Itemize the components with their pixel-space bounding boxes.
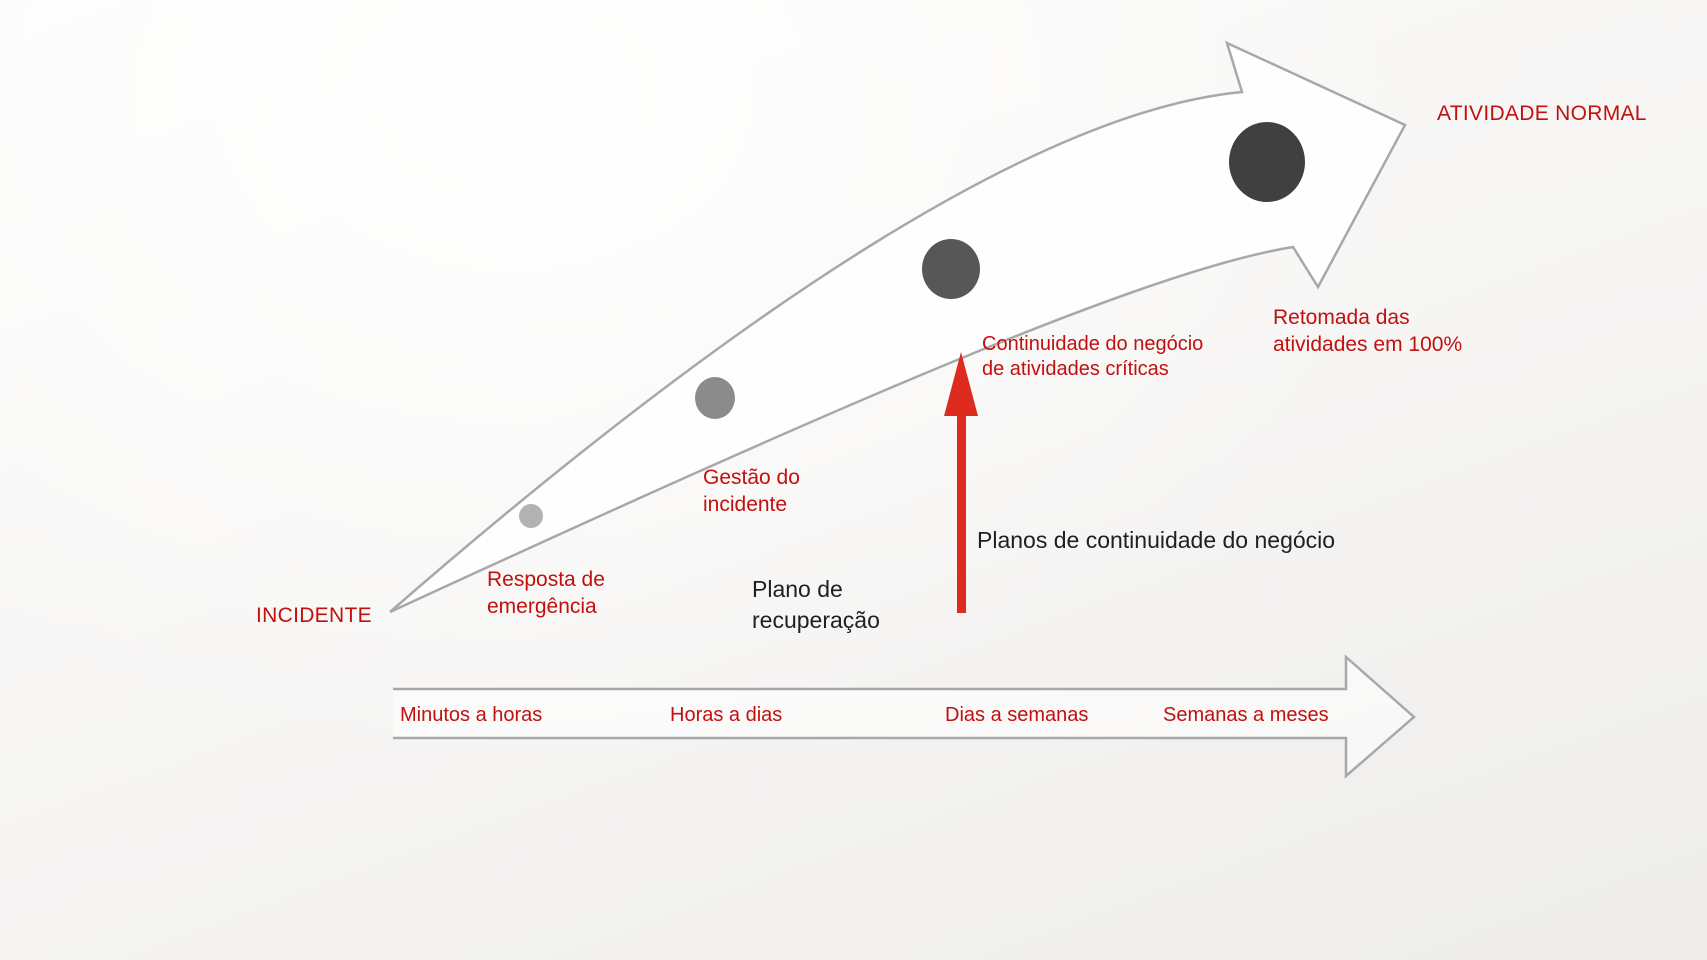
normal-activity-label: ATIVIDADE NORMAL bbox=[1437, 102, 1647, 125]
swoosh-arrow bbox=[389, 40, 1407, 614]
timeline-label-hours-days: Horas a dias bbox=[670, 704, 783, 726]
resumption-label: Retomada das atividades em 100% bbox=[1273, 304, 1462, 358]
incident-management-label: Gestão do incidente bbox=[703, 464, 800, 518]
incident-label: INCIDENTE bbox=[256, 604, 372, 627]
milestone-dot-2 bbox=[695, 377, 735, 419]
emergency-response-label: Resposta de emergência bbox=[487, 566, 605, 620]
milestone-dot-4 bbox=[1229, 122, 1305, 202]
business-continuity-line2: de atividades críticas bbox=[982, 358, 1169, 380]
recovery-plan-label: Plano de recuperação bbox=[752, 574, 880, 636]
emergency-response-line2: emergência bbox=[487, 595, 597, 618]
resumption-line1: Retomada das bbox=[1273, 306, 1410, 329]
business-continuity-label: Continuidade do negócio de atividades cr… bbox=[982, 332, 1203, 382]
milestone-dot-1 bbox=[519, 504, 543, 528]
recovery-plan-line2: recuperação bbox=[752, 607, 880, 633]
timeline-label-minutes-hours: Minutos a horas bbox=[400, 704, 543, 726]
up-arrow bbox=[944, 352, 978, 613]
recovery-plan-line1: Plano de bbox=[752, 576, 843, 602]
incident-management-line1: Gestão do bbox=[703, 466, 800, 489]
timeline-arrow bbox=[393, 654, 1416, 779]
business-continuity-line1: Continuidade do negócio bbox=[982, 333, 1204, 355]
incident-management-line2: incidente bbox=[703, 493, 788, 516]
emergency-response-line1: Resposta de bbox=[487, 568, 605, 591]
timeline-label-days-weeks: Dias a semanas bbox=[945, 704, 1089, 726]
continuity-plans-label: Planos de continuidade do negócio bbox=[977, 527, 1336, 553]
resumption-line2: atividades em 100% bbox=[1273, 333, 1463, 356]
timeline-label-weeks-months: Semanas a meses bbox=[1163, 704, 1329, 726]
milestone-dot-3 bbox=[922, 239, 980, 299]
